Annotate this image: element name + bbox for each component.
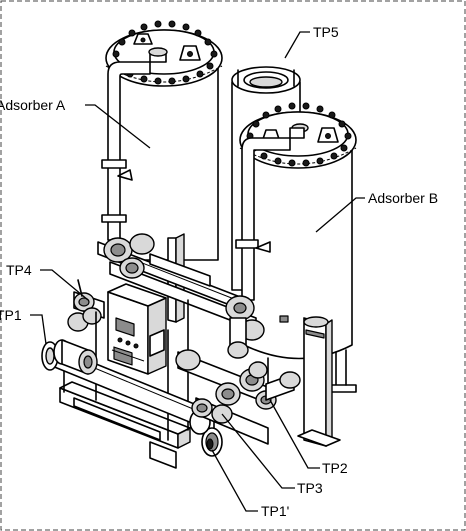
leader-tp5 (284, 31, 310, 59)
leader-adsorber-b (315, 197, 365, 233)
upper-manifold (97, 233, 265, 359)
lower-valves (175, 349, 301, 445)
label-tp1: TP1 (0, 307, 22, 323)
label-tp5: TP5 (313, 24, 339, 40)
leader-adsorber-a (85, 104, 151, 149)
control-cabinet (107, 283, 167, 375)
callout-leaders (30, 31, 365, 512)
leader-tp2 (269, 399, 320, 469)
adsorber-b-bolts (246, 102, 352, 167)
adsorber-a-pipe (101, 47, 168, 241)
label-tp2: TP2 (322, 460, 348, 476)
label-tp1-prime: TP1' (261, 503, 289, 519)
label-adsorber-b: Adsorber B (368, 190, 438, 206)
leader-tp4 (40, 269, 89, 301)
leader-tp1 (30, 314, 47, 345)
label-adsorber-a: Adsorber A (0, 97, 66, 113)
adsorber-b-pipe (235, 127, 305, 301)
leader-tp3 (221, 413, 295, 489)
lower-header (41, 339, 223, 457)
label-tp4: TP4 (6, 262, 32, 278)
tp1-flange (41, 339, 98, 375)
label-tp3: TP3 (297, 480, 323, 496)
leader-tp1-prime (211, 449, 258, 512)
support-post (297, 316, 341, 447)
